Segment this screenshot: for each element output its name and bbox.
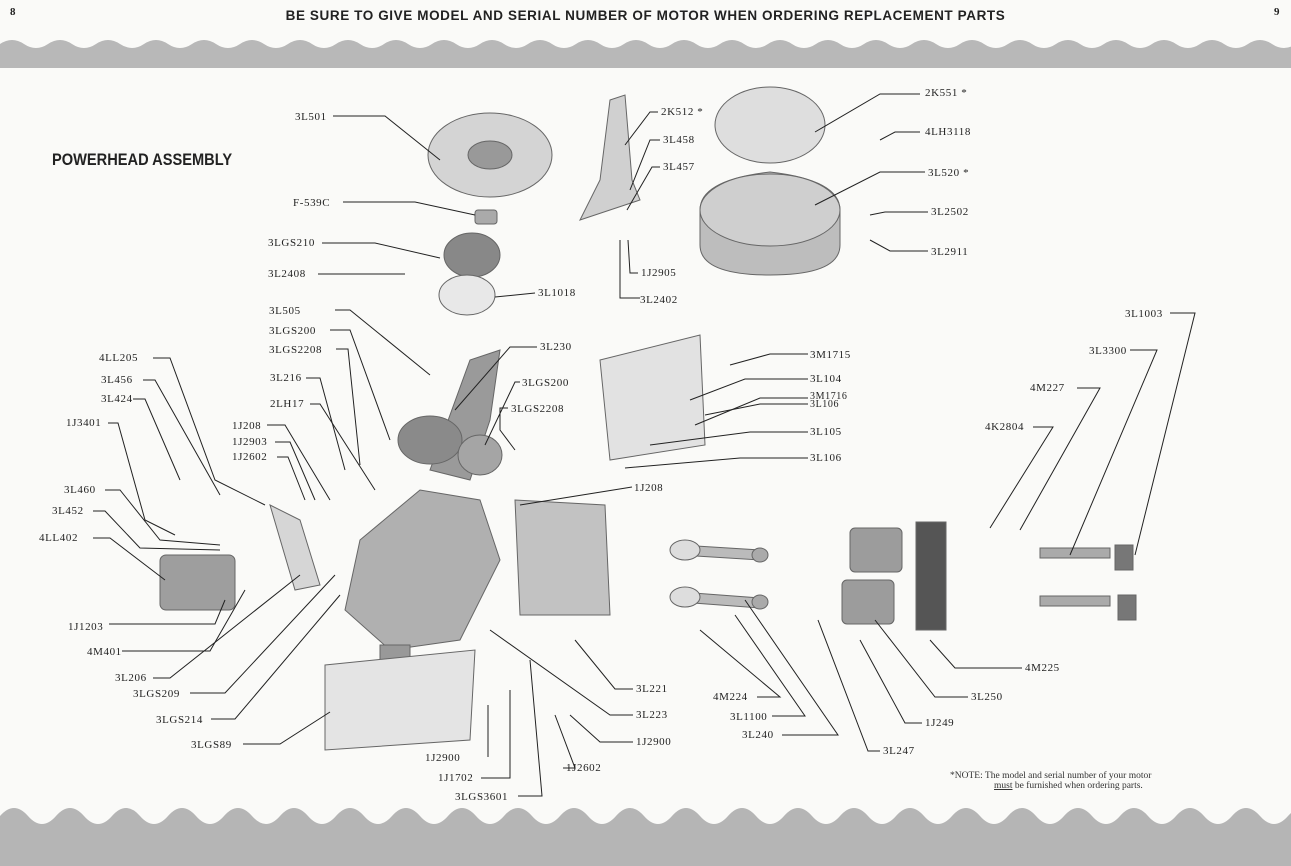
part-label-3M1716: 3M1716 xyxy=(810,391,848,402)
part-label-4LH3118: 4LH3118 xyxy=(925,126,971,138)
bottom-plate-part xyxy=(324,649,476,751)
part-label-1J208-center: 1J208 xyxy=(634,482,664,494)
part-label-2K512: 2K512 * xyxy=(661,106,704,118)
part-label-4M225: 4M225 xyxy=(1025,662,1060,674)
crankcase-part xyxy=(344,489,501,651)
part-label-3L1018: 3L1018 xyxy=(538,287,576,299)
part-label-3L230: 3L230 xyxy=(540,341,572,353)
part-label-4M401: 4M401 xyxy=(87,646,122,658)
top-wave-band xyxy=(0,40,1291,68)
part-label-1J1203: 1J1203 xyxy=(68,621,104,633)
part-label-3L1003: 3L1003 xyxy=(1125,308,1163,320)
intake-gasket-part xyxy=(269,504,321,591)
part-label-3LGS3601: 3LGS3601 xyxy=(455,791,509,803)
section-title: POWERHEAD ASSEMBLY xyxy=(52,150,233,169)
page-number-left: 8 xyxy=(10,6,16,18)
part-label-2K551: 2K551 * xyxy=(925,87,968,99)
part-label-1J249: 1J249 xyxy=(925,717,955,729)
part-label-3LGS210: 3LGS210 xyxy=(268,237,315,249)
part-label-1J208-left: 1J208 xyxy=(232,420,262,432)
part-label-3L424: 3L424 xyxy=(101,393,133,405)
part-label-3L216: 3L216 xyxy=(270,372,302,384)
footnote-line-1: *NOTE: The model and serial number of yo… xyxy=(950,771,1152,781)
part-label-4K2804: 4K2804 xyxy=(985,421,1025,433)
spark-plug-part xyxy=(1039,547,1111,559)
part-label-3M1715: 3M1715 xyxy=(810,349,851,361)
part-label-3LGS214: 3LGS214 xyxy=(156,714,203,726)
part-label-3L458: 3L458 xyxy=(663,134,695,146)
bracket-part xyxy=(579,94,641,221)
footnote-must: must xyxy=(994,781,1013,791)
part-label-1J2900-left: 1J2900 xyxy=(425,752,461,764)
part-label-3L505: 3L505 xyxy=(269,305,301,317)
plug-boot-part xyxy=(1114,544,1134,571)
cylinder-block-part xyxy=(514,499,611,616)
part-label-1J2903: 1J2903 xyxy=(232,436,268,448)
part-label-3L240: 3L240 xyxy=(742,729,774,741)
part-label-4M224: 4M224 xyxy=(713,691,748,703)
part-label-3L457: 3L457 xyxy=(663,161,695,173)
part-label-3L456: 3L456 xyxy=(101,374,133,386)
part-label-3LGS2208-right: 3LGS2208 xyxy=(511,403,565,415)
part-label-3L106-bottom: 3L106 xyxy=(810,452,842,464)
part-label-4LL402: 4LL402 xyxy=(39,532,79,544)
part-label-3L520: 3L520 * xyxy=(928,167,970,179)
part-label-F539C: F-539C xyxy=(293,197,331,209)
piston-part xyxy=(849,527,903,573)
page-number-right: 9 xyxy=(1274,6,1280,18)
part-label-1J3401: 1J3401 xyxy=(66,417,102,429)
part-label-3LGS89: 3LGS89 xyxy=(191,739,232,751)
part-label-3L223: 3L223 xyxy=(636,709,668,721)
part-label-3L206: 3L206 xyxy=(115,672,147,684)
part-label-3L2502: 3L2502 xyxy=(931,206,969,218)
coil-part xyxy=(443,232,501,278)
part-label-3L452: 3L452 xyxy=(52,505,84,517)
part-label-3L105: 3L105 xyxy=(810,426,842,438)
part-label-3LGS200-right: 3LGS200 xyxy=(522,377,569,389)
part-label-3L2402: 3L2402 xyxy=(640,294,678,306)
part-label-3L2911: 3L2911 xyxy=(931,246,969,258)
footnote: *NOTE: The model and serial number of yo… xyxy=(950,771,1151,791)
part-label-3L501: 3L501 xyxy=(295,111,327,123)
part-label-1J2602-bottom: 1J2602 xyxy=(566,762,602,774)
reed-plate-part xyxy=(915,521,947,631)
part-label-3L460: 3L460 xyxy=(64,484,96,496)
part-label-4LL205: 4LL205 xyxy=(99,352,139,364)
part-label-3L250: 3L250 xyxy=(971,691,1003,703)
cylinder-cover-part xyxy=(599,334,706,461)
carburetor-part xyxy=(159,554,236,611)
part-label-1J2602-left: 1J2602 xyxy=(232,451,268,463)
bottom-wave-band xyxy=(0,808,1291,866)
part-label-3LGS200-left: 3LGS200 xyxy=(269,325,316,337)
part-label-1J2905: 1J2905 xyxy=(641,267,677,279)
part-label-3L3300: 3L3300 xyxy=(1089,345,1127,357)
part-label-1J1702: 1J1702 xyxy=(438,772,474,784)
footnote-line-2: be furnished when ordering parts. xyxy=(1014,781,1143,791)
part-label-3L221: 3L221 xyxy=(636,683,668,695)
part-label-3LGS209: 3LGS209 xyxy=(133,688,180,700)
part-label-3L104: 3L104 xyxy=(810,373,842,385)
part-label-3L1100: 3L1100 xyxy=(730,711,768,723)
part-label-3L106-top: 3L106 xyxy=(810,399,840,410)
flywheel-cover-part xyxy=(714,86,826,164)
part-label-2LH17: 2LH17 xyxy=(270,398,305,410)
part-label-3LGS2208-left: 3LGS2208 xyxy=(269,344,323,356)
part-label-4M227: 4M227 xyxy=(1030,382,1065,394)
page-header: BE SURE TO GIVE MODEL AND SERIAL NUMBER … xyxy=(285,8,1006,23)
part-label-3L247: 3L247 xyxy=(883,745,915,757)
part-label-3L2408: 3L2408 xyxy=(268,268,306,280)
bushing-part xyxy=(474,209,498,225)
washer-part xyxy=(438,274,496,316)
part-label-1J2900-right: 1J2900 xyxy=(636,736,672,748)
